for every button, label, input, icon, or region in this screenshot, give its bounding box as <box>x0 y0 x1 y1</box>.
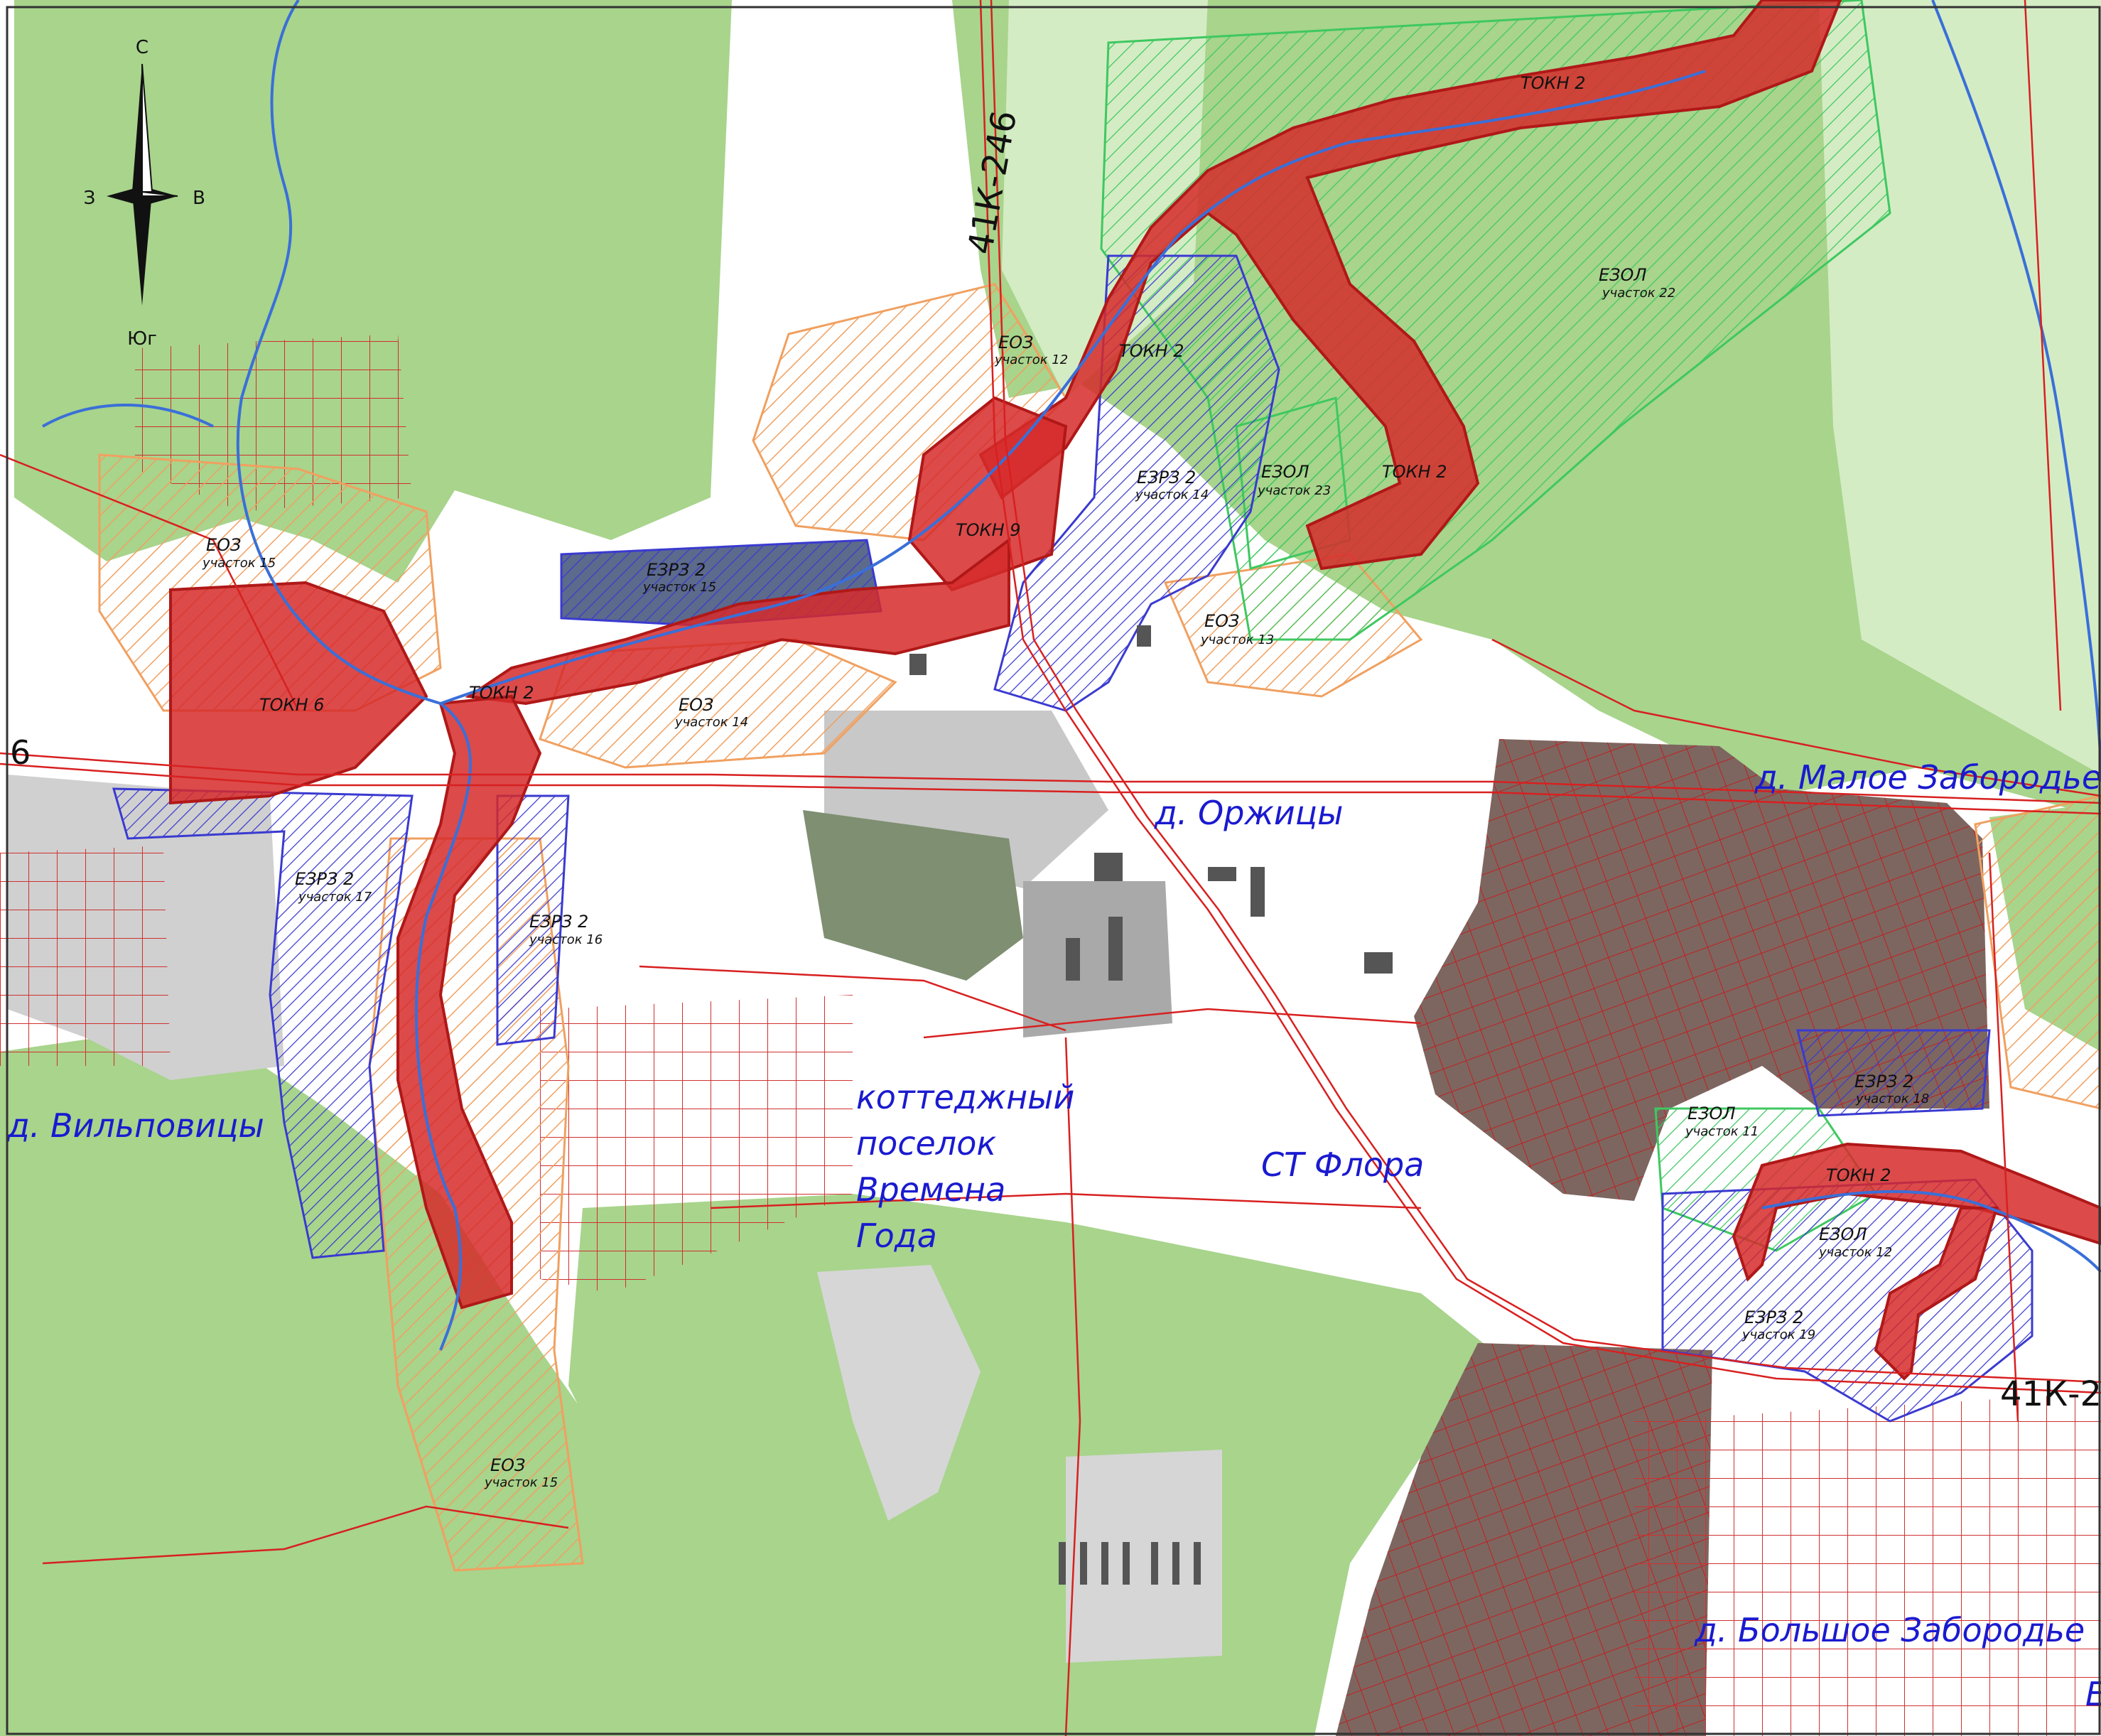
place-cottage-line-4: Года <box>856 1217 937 1255</box>
zone-label: ЕЗРЗ 2 <box>647 560 706 580</box>
zone-label: ЕЗОЛ <box>1819 1224 1867 1244</box>
zone-sublabel: участок 14 <box>1135 487 1209 502</box>
place-cottage-line-3: Времена <box>856 1170 1005 1209</box>
zone-label: ЕОЗ <box>998 333 1033 352</box>
ezrz-zones <box>112 254 2034 1423</box>
zone-label: ТОКН 9 <box>956 520 1021 540</box>
zone-label: ЕЗРЗ 2 <box>1854 1072 1913 1091</box>
compass-rose: С Юг З В <box>84 37 205 350</box>
place-edge-fragment: Е <box>2085 1675 2101 1713</box>
place-orzhitsy: д. Оржицы <box>1154 794 1343 832</box>
zone-label: ТОКН 2 <box>469 683 534 703</box>
zone-labels: ТОКН 2 ЕЗОЛ участок 22 ЕОЗ участок 12 ТО… <box>202 73 1929 1490</box>
zone-label: ЕОЗ <box>1204 611 1239 631</box>
zone-sublabel: участок 11 <box>1685 1124 1759 1139</box>
zone-sublabel: участок 12 <box>994 352 1068 367</box>
place-bolshoe-zaborodye: д. Большое Забородье <box>1694 1611 2085 1649</box>
zone-label: ТОКН 2 <box>1119 341 1184 361</box>
zone-sublabel: участок 15 <box>202 556 276 571</box>
road-label-41k-2: 41К-2 <box>2000 1374 2101 1414</box>
place-cottage-line-1: коттеджный <box>856 1078 1074 1116</box>
place-st-flora: СТ Флора <box>1261 1145 1424 1184</box>
compass-south-label: Юг <box>127 328 157 350</box>
zone-sublabel: участок 15 <box>484 1475 558 1490</box>
zone-sublabel: участок 17 <box>298 890 372 905</box>
place-maloe-zaborodye: д. Малое Забородье <box>1754 758 2101 797</box>
compass-east-label: В <box>193 188 205 209</box>
zone-label: ЕЗРЗ 2 <box>1744 1308 1803 1327</box>
zone-label: ЕЗРЗ 2 <box>295 869 354 889</box>
place-cottage-line-2: поселок <box>856 1124 996 1163</box>
zone-sublabel: участок 15 <box>642 580 716 595</box>
buildings <box>909 625 1393 1585</box>
zone-sublabel: участок 16 <box>529 932 603 947</box>
zone-sublabel: участок 14 <box>674 715 748 730</box>
tokn-zones <box>169 0 2101 1381</box>
zone-label: ЕЗРЗ 2 <box>529 912 588 932</box>
map-frame <box>6 6 2101 1735</box>
zone-sublabel: участок 18 <box>1855 1091 1929 1106</box>
compass-north-label: С <box>136 37 148 58</box>
zone-label: ЕЗОЛ <box>1599 265 1647 285</box>
zone-label: ЕОЗ <box>206 535 241 555</box>
zone-label: ЕОЗ <box>679 695 713 715</box>
zone-label: ЕЗОЛ <box>1261 462 1309 482</box>
place-vilpovitsy: д. Вильповицы <box>6 1106 264 1145</box>
zone-label: ТОКН 2 <box>1382 462 1447 482</box>
zone-sublabel: участок 13 <box>1200 632 1274 647</box>
edge-fragment-label: 6 <box>10 733 31 772</box>
zone-sublabel: участок 22 <box>1602 286 1675 301</box>
zone-sublabel: участок 19 <box>1741 1327 1815 1342</box>
zone-label: ТОКН 2 <box>1826 1165 1891 1185</box>
zone-label: ЕЗРЗ 2 <box>1137 468 1196 487</box>
zone-sublabel: участок 12 <box>1818 1245 1892 1260</box>
zone-label: ТОКН 2 <box>1521 73 1586 93</box>
parcel-grids <box>0 334 2101 1736</box>
zone-label: ТОКН 6 <box>259 695 325 715</box>
zone-label: ЕЗОЛ <box>1687 1104 1736 1123</box>
rivers <box>42 0 2101 1351</box>
zone-label: ЕОЗ <box>490 1455 525 1475</box>
zone-sublabel: участок 23 <box>1257 483 1331 498</box>
compass-west-label: З <box>84 188 96 209</box>
